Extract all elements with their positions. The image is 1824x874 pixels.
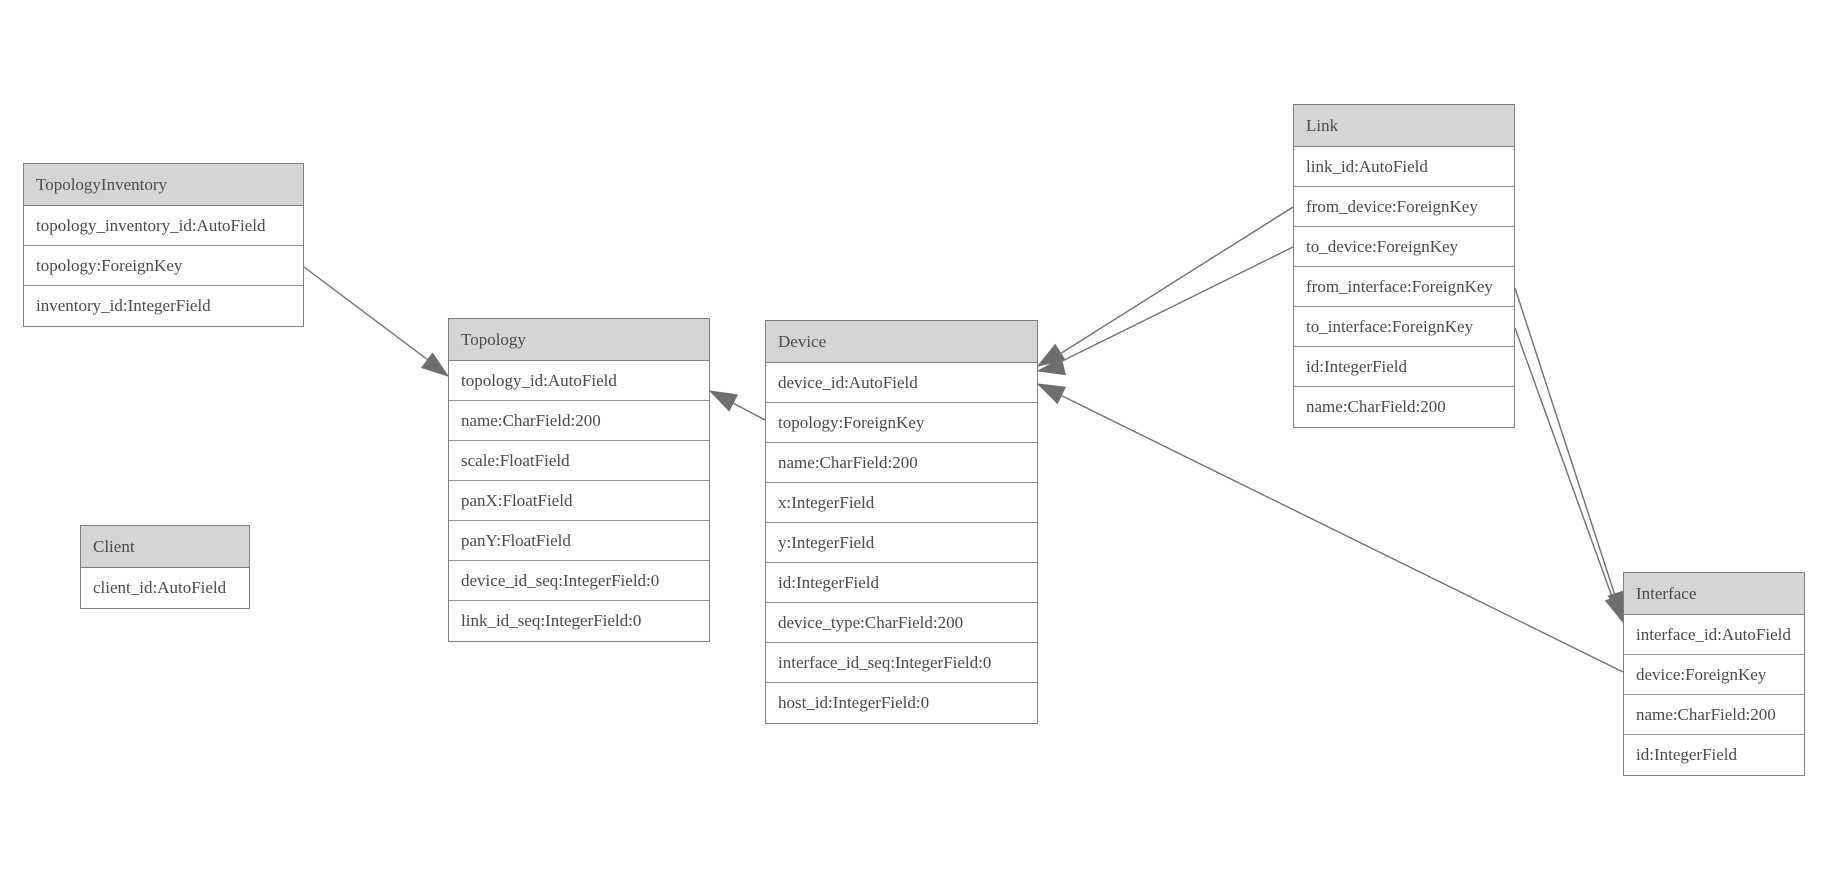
entity-title-interface: Interface [1624, 573, 1804, 615]
field-row: scale:FloatField [449, 441, 709, 481]
field-row: id:IntegerField [766, 563, 1037, 603]
field-row: device:ForeignKey [1624, 655, 1804, 695]
arrowhead-topologyinventory-topology [420, 352, 450, 377]
entity-interface[interactable]: Interface interface_id:AutoField device:… [1623, 572, 1805, 776]
field-row: id:IntegerField [1294, 347, 1514, 387]
connector-link-frominterface [1514, 287, 1622, 615]
field-row: device_id_seq:IntegerField:0 [449, 561, 709, 601]
connector-interface-device [1043, 386, 1624, 673]
entity-device[interactable]: Device device_id:AutoField topology:Fore… [765, 320, 1038, 724]
connector-link-fromdevice [1043, 206, 1294, 365]
entity-topology[interactable]: Topology topology_id:AutoField name:Char… [448, 318, 710, 642]
entity-title-device: Device [766, 321, 1037, 363]
field-row: device_id:AutoField [766, 363, 1037, 403]
field-row: interface_id:AutoField [1624, 615, 1804, 655]
field-row: host_id:IntegerField:0 [766, 683, 1037, 723]
entity-client[interactable]: Client client_id:AutoField [80, 525, 250, 609]
arrowhead-interface-device [1036, 383, 1067, 405]
connector-link-tointerface [1514, 327, 1621, 620]
field-row: y:IntegerField [766, 523, 1037, 563]
field-row: link_id:AutoField [1294, 147, 1514, 187]
connector-link-todevice [1043, 246, 1294, 371]
entity-title-topology-inventory: TopologyInventory [24, 164, 303, 206]
field-row: to_interface:ForeignKey [1294, 307, 1514, 347]
field-row: from_interface:ForeignKey [1294, 267, 1514, 307]
field-row: id:IntegerField [1624, 735, 1804, 775]
field-row: name:CharField:200 [1624, 695, 1804, 735]
arrowhead-device-topology [708, 390, 739, 412]
field-row: device_type:CharField:200 [766, 603, 1037, 643]
field-row: topology:ForeignKey [766, 403, 1037, 443]
entity-title-link: Link [1294, 105, 1514, 147]
field-row: name:CharField:200 [449, 401, 709, 441]
field-row: interface_id_seq:IntegerField:0 [766, 643, 1037, 683]
field-row: from_device:ForeignKey [1294, 187, 1514, 227]
field-row: panY:FloatField [449, 521, 709, 561]
entity-title-client: Client [81, 526, 249, 568]
field-row: topology_inventory_id:AutoField [24, 206, 303, 246]
field-row: topology:ForeignKey [24, 246, 303, 286]
field-row: inventory_id:IntegerField [24, 286, 303, 326]
field-row: x:IntegerField [766, 483, 1037, 523]
field-row: link_id_seq:IntegerField:0 [449, 601, 709, 641]
entity-topology-inventory[interactable]: TopologyInventory topology_inventory_id:… [23, 163, 304, 327]
field-row: to_device:ForeignKey [1294, 227, 1514, 267]
connector-topologyinventory-topology [303, 266, 445, 373]
arrowhead-link-todevice [1036, 357, 1066, 376]
entity-title-topology: Topology [449, 319, 709, 361]
field-row: name:CharField:200 [1294, 387, 1514, 427]
field-row: topology_id:AutoField [449, 361, 709, 401]
entity-link[interactable]: Link link_id:AutoField from_device:Forei… [1293, 104, 1515, 428]
arrowhead-link-tointerface [1604, 593, 1624, 624]
field-row: panX:FloatField [449, 481, 709, 521]
field-row: client_id:AutoField [81, 568, 249, 608]
field-row: name:CharField:200 [766, 443, 1037, 483]
